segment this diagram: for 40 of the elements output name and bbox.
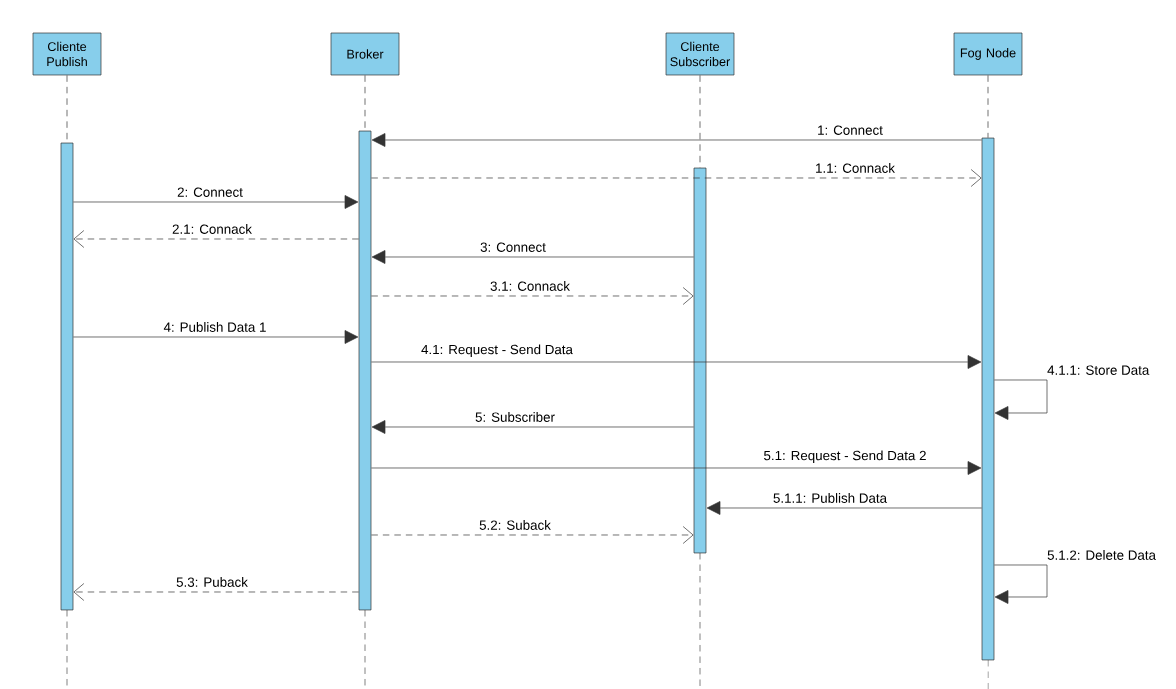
message-label: 4: Publish Data 1 [161,320,269,334]
activation-bar [981,137,995,661]
activation-bar [693,167,707,554]
message-label: 1: Connect [815,123,885,137]
message-label: 5.2: Suback [477,518,553,532]
message-arrow [371,169,982,187]
message-arrow [371,287,694,305]
lifeline [987,75,989,139]
participant-box: Cliente Subscriber [665,32,735,76]
self-message-arrow [994,564,1048,604]
message-label: 5: Subscriber [473,410,557,424]
participant-box: Fog Node [953,32,1023,76]
message-arrow [371,420,694,434]
message-label: 5.1.1: Publish Data [771,491,889,505]
activation-bar [358,130,372,611]
participant-box: Broker [330,32,400,76]
message-arrow [73,330,359,344]
message-label: 1.1: Connack [813,161,897,175]
message-label: 2: Connect [175,185,245,199]
message-label: 5.1: Request - Send Data 2 [761,448,929,465]
participant-box: Cliente Publish [32,32,102,76]
lifeline [699,75,701,169]
message-label: 5.3: Puback [174,575,250,589]
message-arrow [371,526,694,544]
message-arrow [371,133,982,147]
activation-bar [60,142,74,611]
message-label: 4.1.1: Store Data [1047,365,1150,375]
message-arrow [706,501,982,515]
message-arrow [73,583,359,601]
self-message-arrow [994,379,1048,420]
message-label: 5.1.2: Delete Data [1047,550,1156,560]
message-arrow [371,250,694,264]
message-arrow [73,230,359,248]
message-label: 3.1: Connack [488,279,572,293]
message-label: 2.1: Connack [170,222,254,236]
message-label: 4.1: Request - Send Data [419,342,575,359]
message-arrow [371,461,982,475]
message-label: 3: Connect [478,240,548,254]
message-arrow [371,355,982,369]
message-arrow [73,195,359,209]
